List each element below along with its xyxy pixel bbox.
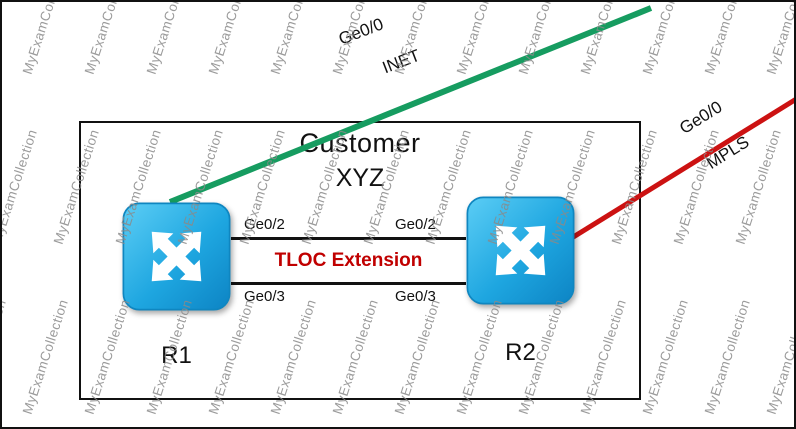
watermark-text: MyExamCollection (670, 127, 723, 246)
watermark-text: MyExamCollection (515, 2, 568, 76)
tloc-extension-label: TLOC Extension (274, 250, 423, 271)
router-r2-label: R2 (505, 339, 536, 366)
customer-title-line1: Customer (299, 128, 421, 158)
label-ge02-r1: Ge0/2 (244, 216, 285, 233)
watermark-text: MyExamCollection (763, 297, 794, 416)
watermark-text: MyExamCollection (205, 2, 258, 76)
router-r2-icon (464, 194, 577, 307)
watermark-text: MyExamCollection (19, 2, 72, 76)
watermark-text: MyExamCollection (2, 2, 10, 76)
watermark-text: MyExamCollection (19, 297, 72, 416)
label-mpls-interface: Ge0/0 (676, 97, 726, 138)
watermark-text: MyExamCollection (267, 2, 320, 76)
label-ge03-r1: Ge0/3 (244, 288, 285, 305)
label-mpls-name: MPLS (703, 132, 753, 173)
watermark-text: MyExamCollection (639, 2, 692, 76)
watermark-text: MyExamCollection (639, 297, 692, 416)
watermark-text: MyExamCollection (453, 2, 506, 76)
router-r1-icon (120, 200, 233, 313)
watermark-text: MyExamCollection (701, 297, 754, 416)
watermark-text: MyExamCollection (81, 2, 134, 76)
tloc-link-bottom (231, 282, 466, 285)
label-inet-interface: Ge0/0 (335, 14, 386, 49)
watermark-text: MyExamCollection (2, 297, 10, 416)
router-r1-label: R1 (161, 342, 192, 369)
watermark-text: MyExamCollection (763, 2, 794, 76)
label-inet-name: INET (379, 45, 423, 78)
customer-title: Customer XYZ (79, 128, 641, 193)
watermark-text: MyExamCollection (577, 2, 630, 76)
watermark-text: MyExamCollection (143, 2, 196, 76)
watermark-text: MyExamCollection (701, 2, 754, 76)
label-ge02-r2: Ge0/2 (395, 216, 436, 233)
tloc-link-top (231, 237, 466, 240)
customer-title-line2: XYZ (335, 164, 385, 192)
watermark-text: MyExamCollection (2, 127, 41, 246)
label-ge03-r2: Ge0/3 (395, 288, 436, 305)
